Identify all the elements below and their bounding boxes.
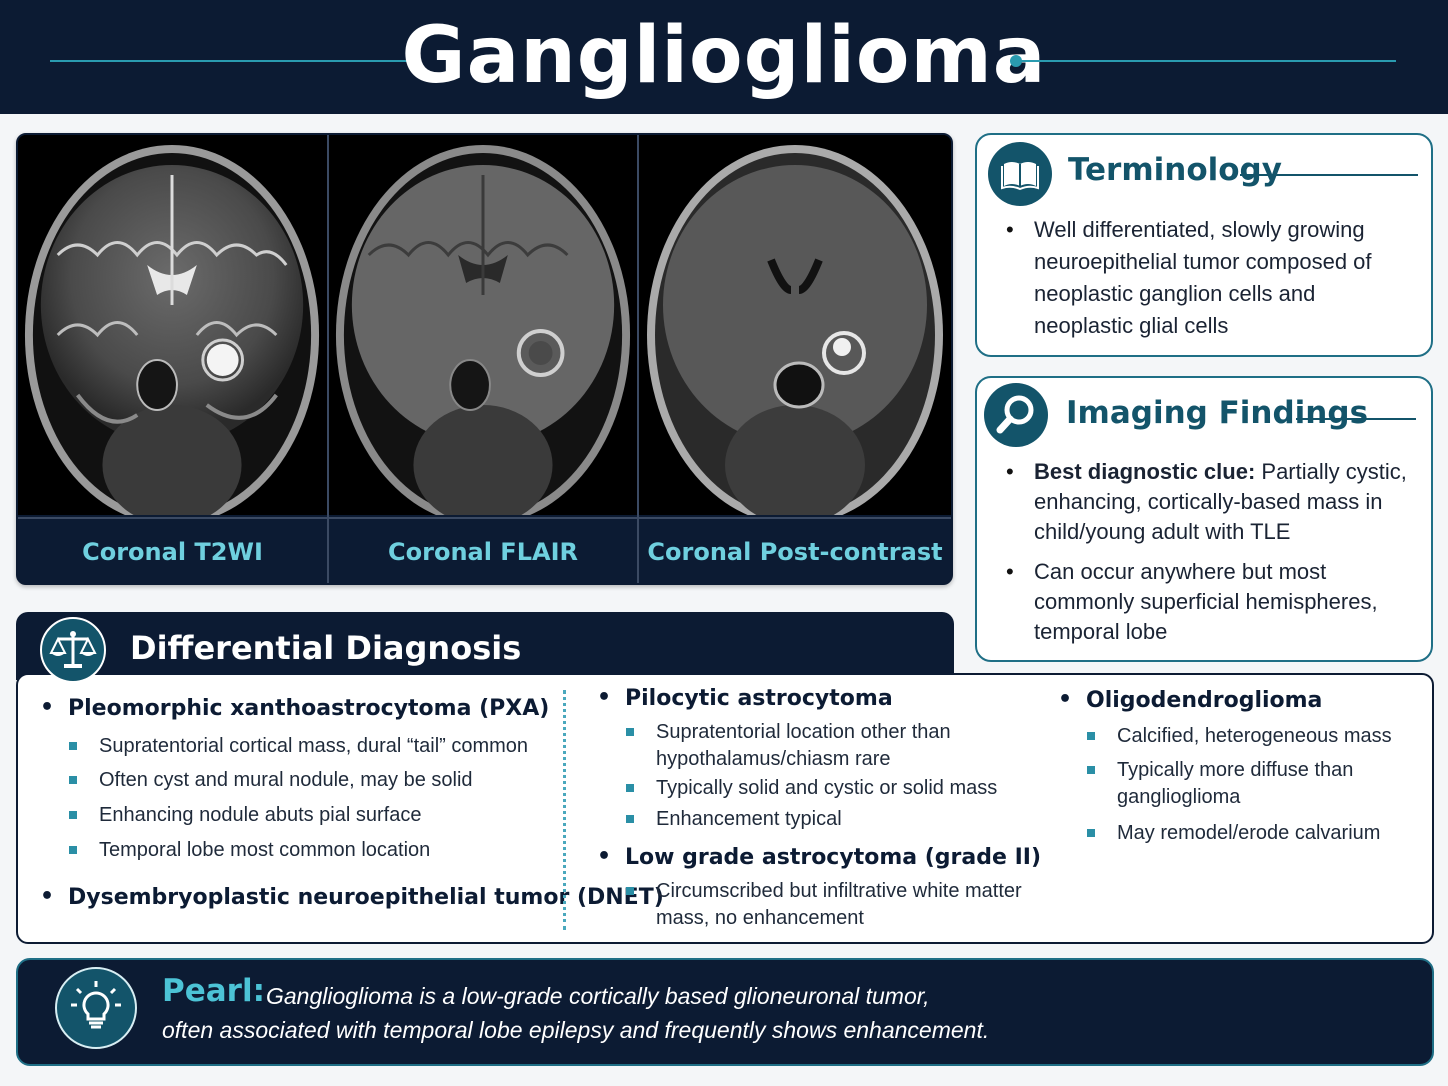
mri-image-postcontrast — [639, 135, 951, 515]
dd-sub-pxa-4: Temporal lobe most common location — [69, 837, 549, 864]
dd-sub-pxa-1: Supratentorial cortical mass, dural “tai… — [69, 733, 549, 760]
mri-caption-flair: Coronal FLAIR — [329, 517, 637, 583]
imaging-findings-heading: Imaging Findings — [1066, 395, 1369, 431]
mri-caption-postcontrast: Coronal Post-contrast T1WI — [639, 517, 951, 583]
pearl-banner — [16, 958, 1434, 1066]
mri-cell-t2: Coronal T2WI — [18, 135, 329, 583]
dd-sub-oligo-2: Typically more diffuse than gangliogliom… — [1087, 757, 1357, 811]
terminology-list: Well differentiated, slowly growing neur… — [1004, 214, 1404, 342]
dd-sub-oligo-3: May remodel/erode calvarium — [1087, 820, 1407, 847]
header-dot-left — [408, 55, 420, 67]
pearl-text-line1: Ganglioglioma is a low-grade cortically … — [266, 983, 930, 1009]
mri-image-panel: Coronal T2WI Coronal FLAIR — [16, 133, 953, 585]
scales-icon — [40, 617, 106, 683]
dd-item-pilocytic: Pilocytic astrocytoma — [597, 685, 893, 711]
terminology-heading: Terminology — [1068, 152, 1282, 188]
dd-sub-low-grade-1: Circumscribed but infiltrative white mat… — [626, 878, 1066, 932]
terminology-bullet: Well differentiated, slowly growing neur… — [1004, 214, 1404, 342]
terminology-rule — [1240, 174, 1418, 176]
lightbulb-icon — [55, 967, 137, 1049]
mri-cell-flair: Coronal FLAIR — [329, 135, 639, 583]
dd-sub-pilocytic-1: Supratentorial location other than hypot… — [626, 719, 1006, 773]
mri-caption-t2: Coronal T2WI — [18, 517, 327, 583]
imaging-findings-rule — [1296, 418, 1416, 420]
dd-item-dnet: Dysembryoplastic neuroepithelial tumor (… — [40, 884, 664, 910]
dd-item-oligo: Oligodendroglioma — [1058, 687, 1322, 713]
dd-sub-oligo-1: Calcified, heterogeneous mass — [1087, 723, 1407, 750]
pearl-label: Pearl: — [162, 973, 265, 1009]
dd-item-low-grade: Low grade astrocytoma (grade II) — [597, 844, 1041, 870]
header-banner: Ganglioglioma — [0, 0, 1448, 114]
imaging-bullet-clue-label: Best diagnostic clue: — [1034, 459, 1256, 484]
pearl-text-line2: often associated with temporal lobe epil… — [162, 1017, 990, 1043]
dd-sub-pxa-2: Often cyst and mural nodule, may be soli… — [69, 767, 549, 794]
mri-image-flair — [329, 135, 637, 515]
dd-sub-pilocytic-2: Typically solid and cystic or solid mass — [626, 775, 1046, 802]
header-rule-left — [50, 60, 412, 62]
page-title: Ganglioglioma — [401, 11, 1047, 101]
imaging-bullet-location: Can occur anywhere but most commonly sup… — [1004, 557, 1414, 647]
dd-sub-pilocytic-3: Enhancement typical — [626, 806, 1046, 833]
mri-image-t2 — [18, 135, 327, 515]
dd-sub-pxa-3: Enhancing nodule abuts pial surface — [69, 802, 549, 829]
magnifier-icon — [984, 383, 1048, 447]
header-rule-right — [1018, 60, 1396, 62]
imaging-bullet-clue-text: Partially cystic, enhancing, cortically-… — [1034, 459, 1407, 544]
header-dot-right — [1010, 55, 1022, 67]
imaging-bullet-clue: Best diagnostic clue: Partially cystic, … — [1004, 457, 1414, 547]
mri-cell-postcontrast: Coronal Post-contrast T1WI — [639, 135, 951, 583]
differential-heading: Differential Diagnosis — [130, 629, 522, 667]
book-icon — [988, 142, 1052, 206]
differential-header-tab — [16, 612, 954, 680]
differential-divider — [563, 690, 566, 930]
dd-item-pxa: Pleomorphic xanthoastrocytoma (PXA) — [40, 695, 549, 721]
imaging-findings-list: Best diagnostic clue: Partially cystic, … — [1004, 457, 1414, 647]
